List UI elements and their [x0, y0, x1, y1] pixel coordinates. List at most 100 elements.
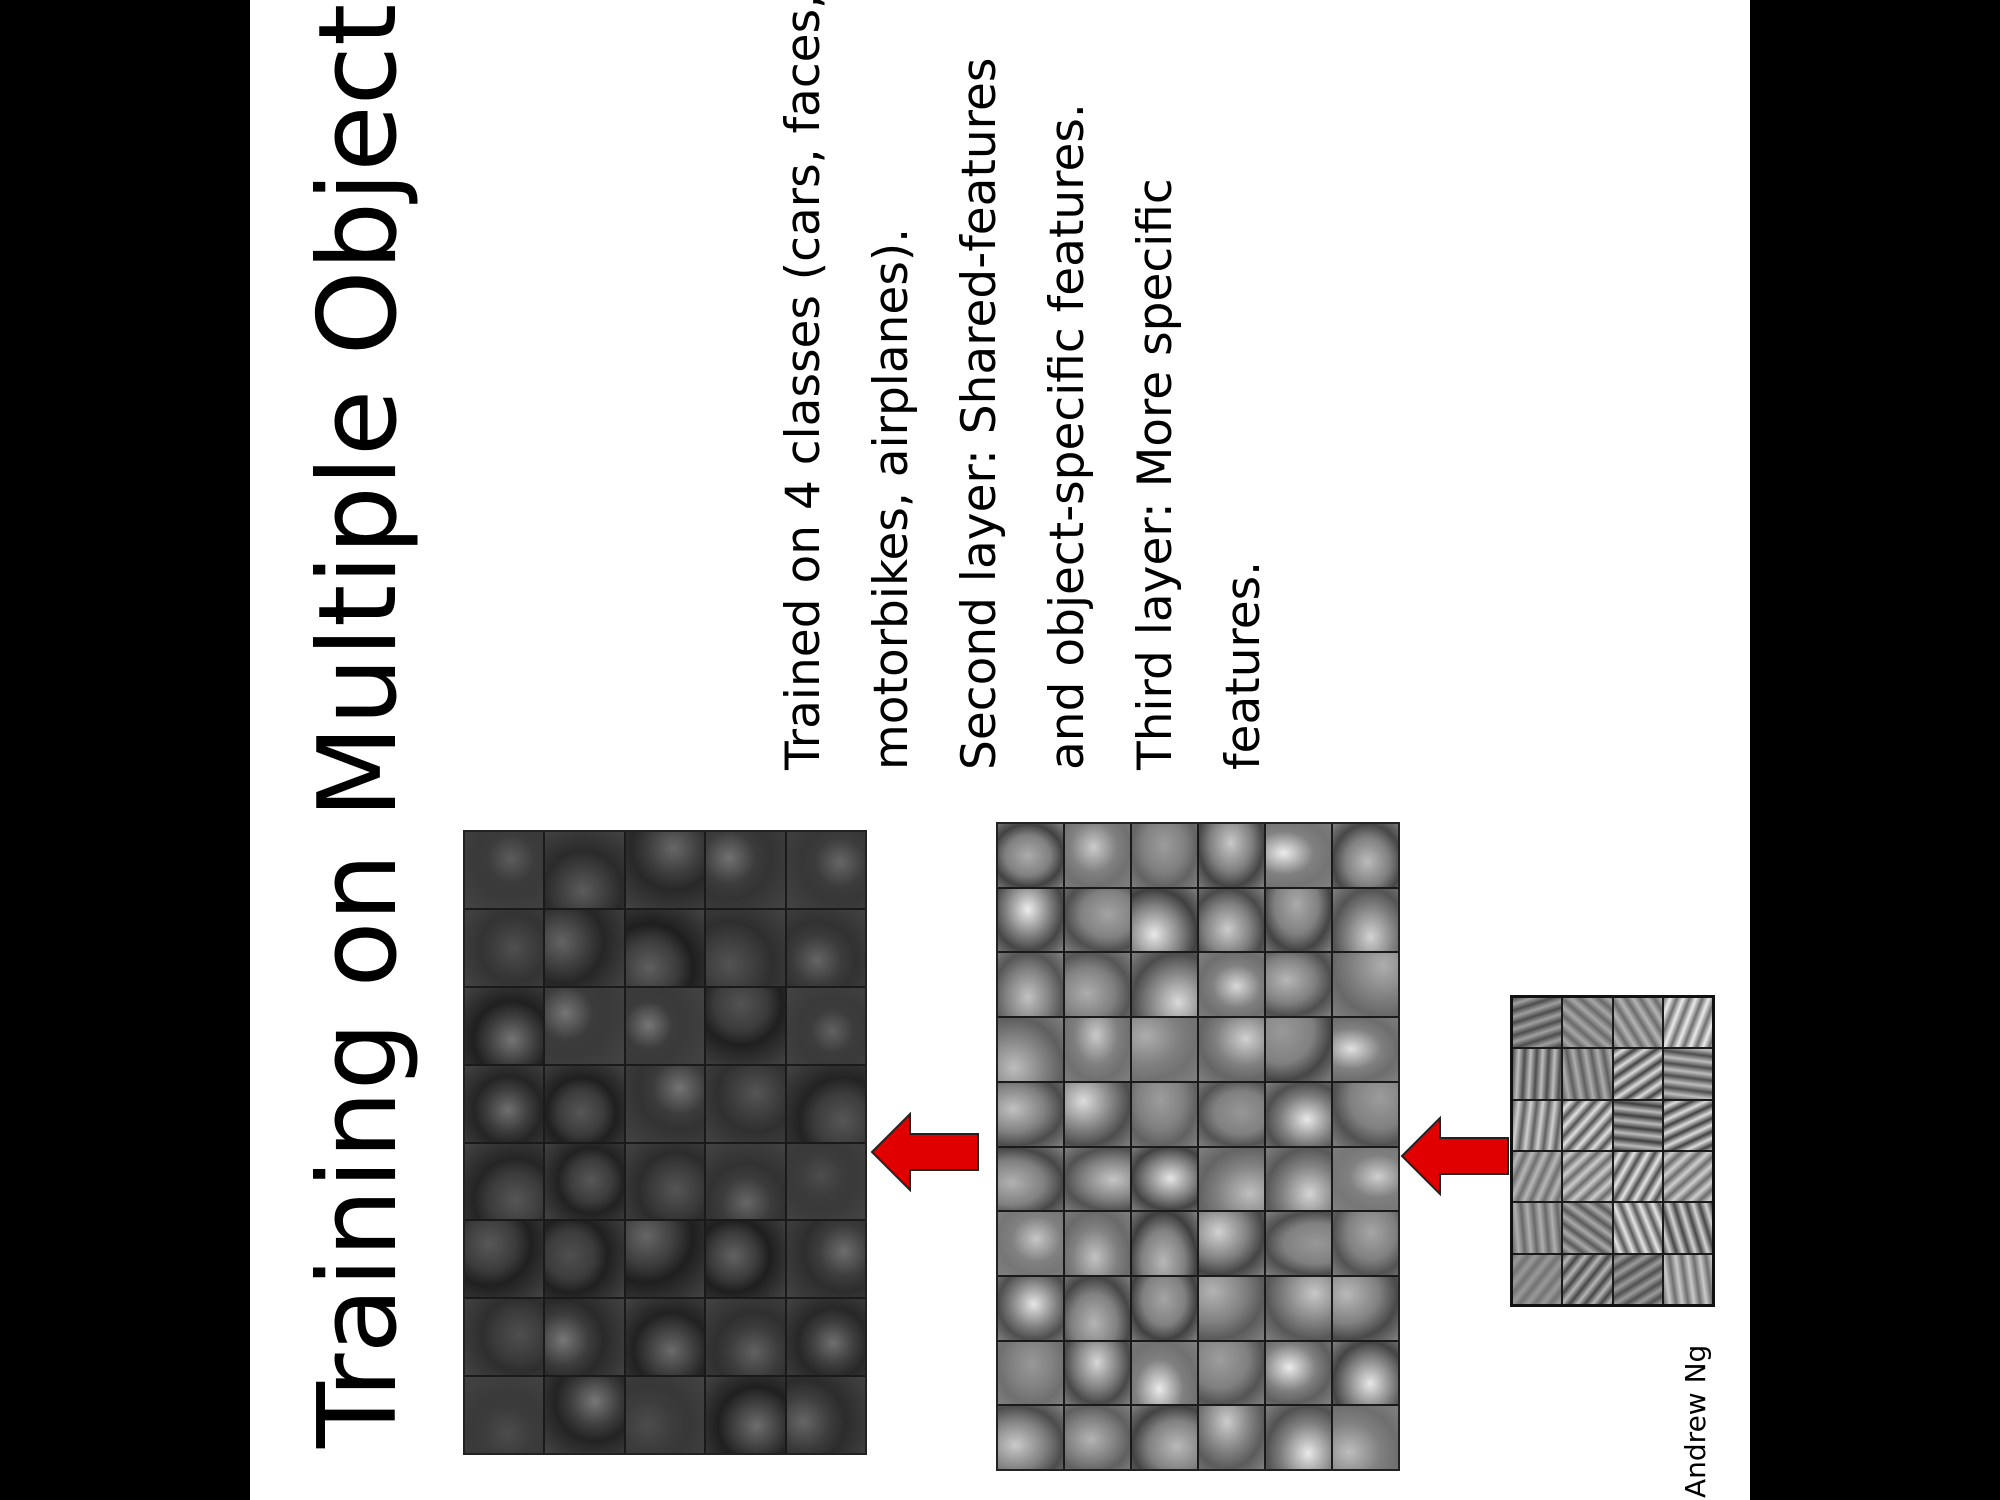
feature-patch: [1266, 824, 1331, 887]
feature-patch: [786, 987, 865, 1064]
first-layer-features-grid: [1510, 995, 1715, 1307]
slide: Training on Multiple Objects Trained on …: [250, 0, 1750, 1500]
feature-patch: [1333, 1276, 1398, 1340]
feature-patch: [1563, 998, 1612, 1048]
bullet-line-1: Trained on 4 classes (cars, faces,: [776, 0, 831, 770]
feature-patch: [545, 832, 624, 908]
feature-patch: [465, 832, 544, 908]
feature-patch: [1333, 824, 1398, 887]
feature-patch: [1266, 1212, 1331, 1275]
feature-patch: [1333, 1406, 1398, 1469]
feature-patch: [1663, 1100, 1712, 1150]
left-arrow-icon: [1400, 1116, 1509, 1196]
feature-patch: [1613, 998, 1662, 1048]
feature-patch: [545, 1299, 624, 1376]
feature-patch: [465, 909, 544, 986]
feature-patch: [706, 1221, 785, 1298]
feature-patch: [1613, 1100, 1662, 1150]
feature-patch: [1132, 1341, 1197, 1405]
feature-patch: [1333, 1082, 1398, 1146]
bullet-line-4: and object-specific features.: [1040, 103, 1095, 770]
feature-patch: [1333, 1212, 1398, 1275]
feature-patch: [1065, 824, 1130, 887]
feature-patch: [786, 909, 865, 986]
feature-patch: [1132, 1018, 1197, 1081]
feature-patch: [465, 1299, 544, 1376]
feature-patch: [1065, 1406, 1130, 1469]
feature-patch: [998, 1276, 1063, 1340]
feature-patch: [1513, 1151, 1562, 1202]
second-layer-features-grid: [996, 822, 1400, 1471]
feature-patch: [1199, 888, 1264, 952]
left-arrow-icon: [870, 1112, 979, 1192]
feature-patch: [786, 832, 865, 908]
feature-patch: [706, 832, 785, 908]
feature-patch: [1333, 1147, 1398, 1211]
feature-patch: [625, 1143, 705, 1220]
feature-patch: [998, 1406, 1063, 1469]
bullet-line-3: Second layer: Shared-features: [952, 57, 1007, 770]
feature-patch: [1266, 1018, 1331, 1081]
feature-patch: [625, 1299, 705, 1376]
feature-patch: [1065, 1018, 1130, 1081]
feature-patch: [545, 987, 624, 1064]
feature-patch: [1199, 1082, 1264, 1146]
feature-patch: [786, 1065, 865, 1142]
feature-patch: [1663, 998, 1712, 1048]
feature-patch: [1199, 1341, 1264, 1405]
feature-patch: [1199, 1276, 1264, 1340]
feature-patch: [1065, 1341, 1130, 1405]
feature-patch: [1132, 1082, 1197, 1146]
feature-patch: [1132, 1147, 1197, 1211]
slide-title: Training on Multiple Objects: [296, 0, 421, 1448]
feature-patch: [1663, 1049, 1712, 1099]
feature-patch: [1613, 1151, 1662, 1202]
feature-patch: [1513, 1100, 1562, 1150]
feature-patch: [998, 1147, 1063, 1211]
feature-patch: [1199, 1406, 1264, 1469]
feature-patch: [1266, 1082, 1331, 1146]
third-layer-features-grid: [463, 830, 867, 1455]
feature-patch: [1065, 1212, 1130, 1275]
feature-patch: [1266, 953, 1331, 1017]
feature-patch: [625, 987, 705, 1064]
feature-patch: [1065, 1276, 1130, 1340]
feature-patch: [998, 1082, 1063, 1146]
feature-patch: [1065, 1082, 1130, 1146]
feature-patch: [1563, 1203, 1612, 1253]
feature-patch: [1563, 1049, 1612, 1099]
feature-patch: [1132, 953, 1197, 1017]
feature-patch: [1613, 1254, 1662, 1304]
feature-patch: [1199, 1212, 1264, 1275]
feature-patch: [1513, 1254, 1562, 1304]
feature-patch: [1563, 1151, 1612, 1202]
feature-patch: [1065, 888, 1130, 952]
feature-patch: [706, 1065, 785, 1142]
feature-patch: [1266, 1341, 1331, 1405]
feature-patch: [1132, 1212, 1197, 1275]
feature-patch: [465, 1377, 544, 1453]
bullet-line-2: motorbikes, airplanes).: [864, 227, 919, 770]
feature-patch: [465, 1221, 544, 1298]
bullet-list: Trained on 4 classes (cars, faces, motor…: [760, 0, 1288, 770]
feature-patch: [1663, 1254, 1712, 1304]
feature-patch: [706, 1299, 785, 1376]
feature-patch: [706, 987, 785, 1064]
feature-patch: [465, 1065, 544, 1142]
feature-patch: [1613, 1049, 1662, 1099]
feature-patch: [1563, 1254, 1612, 1304]
feature-patch: [1266, 888, 1331, 952]
feature-patch: [625, 1221, 705, 1298]
feature-patch: [1132, 1276, 1197, 1340]
feature-patch: [998, 888, 1063, 952]
feature-patch: [1333, 1341, 1398, 1405]
feature-patch: [786, 1299, 865, 1376]
feature-patch: [545, 1377, 624, 1453]
feature-patch: [545, 909, 624, 986]
feature-patch: [1333, 953, 1398, 1017]
feature-patch: [1065, 1147, 1130, 1211]
author-footer: Andrew Ng: [1679, 1344, 1712, 1498]
feature-patch: [1065, 953, 1130, 1017]
feature-patch: [1266, 1406, 1331, 1469]
feature-patch: [1333, 888, 1398, 952]
